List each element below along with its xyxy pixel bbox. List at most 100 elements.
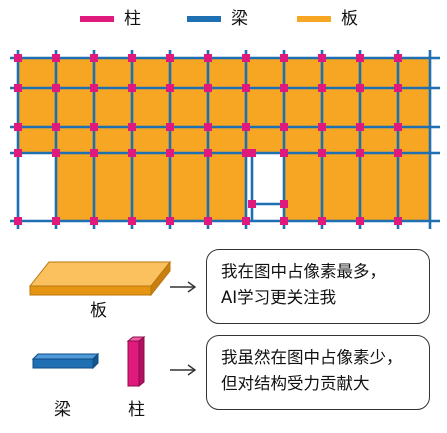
column (280, 200, 288, 208)
column (204, 123, 212, 131)
column (14, 54, 22, 62)
column (166, 217, 174, 225)
legend-label-beam: 梁 (231, 9, 248, 29)
column (128, 54, 136, 62)
slab (360, 153, 398, 221)
slab (398, 127, 430, 153)
column (166, 149, 174, 157)
arrow-right-icon (170, 364, 197, 376)
column (394, 217, 402, 225)
column (242, 123, 250, 131)
beam-top-face (31, 353, 100, 360)
column-layer (14, 54, 402, 225)
slab (360, 58, 398, 88)
floor-plan (10, 50, 440, 229)
slab-caption: 板 (90, 301, 107, 321)
column (14, 149, 22, 157)
column (90, 84, 98, 92)
column (242, 84, 250, 92)
slab (322, 58, 360, 88)
column-side-face (138, 335, 145, 388)
slab (56, 153, 94, 221)
column (248, 149, 256, 157)
bubble-line: AI学习更关注我 (221, 288, 337, 307)
column-caption: 柱 (128, 400, 145, 420)
column (280, 123, 288, 131)
slab (56, 88, 94, 127)
column (242, 217, 250, 225)
column (280, 217, 288, 225)
bubble-line: 我虽然在图中占像素少， (221, 348, 403, 367)
column (128, 123, 136, 131)
column (90, 149, 98, 157)
slab (322, 153, 360, 221)
column (204, 54, 212, 62)
slab-side-face (150, 260, 171, 297)
column (356, 84, 364, 92)
column (394, 149, 402, 157)
slab (132, 153, 170, 221)
column (318, 217, 326, 225)
column (280, 149, 288, 157)
column (14, 217, 22, 225)
beam-side-face (92, 352, 99, 370)
slab (398, 88, 430, 127)
column (90, 123, 98, 131)
bubble-line: 我在图中占像素最多， (221, 262, 386, 281)
slab (208, 127, 246, 153)
slab (360, 127, 398, 153)
column (52, 123, 60, 131)
legend: 柱 梁 板 (0, 0, 447, 40)
slab (132, 58, 170, 88)
slab (284, 127, 322, 153)
slab-void (18, 153, 56, 221)
slab (246, 58, 284, 88)
slab (18, 58, 56, 88)
arrow-right-icon (170, 281, 197, 293)
column (166, 84, 174, 92)
column (318, 54, 326, 62)
column (394, 123, 402, 131)
column (90, 217, 98, 225)
slab (94, 58, 132, 88)
column (394, 54, 402, 62)
slab (132, 127, 170, 153)
column (204, 149, 212, 157)
column-front-face (127, 340, 140, 387)
slab (284, 153, 322, 221)
column (356, 149, 364, 157)
slab (246, 88, 284, 127)
column (242, 149, 250, 157)
slab (398, 58, 430, 88)
speech-bubble-slab: 我在图中占像素最多， AI学习更关注我 (206, 249, 430, 324)
legend-label-column: 柱 (124, 9, 141, 29)
slab-illustration (28, 260, 172, 297)
slab (94, 127, 132, 153)
column (204, 84, 212, 92)
slab (170, 153, 208, 221)
slab (170, 127, 208, 153)
column (52, 54, 60, 62)
slab (284, 58, 322, 88)
legend-label-slab: 板 (341, 9, 358, 29)
slab (360, 88, 398, 127)
slab (56, 127, 94, 153)
column (128, 84, 136, 92)
column (90, 54, 98, 62)
slab (18, 127, 56, 153)
beam-front-face (32, 358, 94, 369)
slab (322, 88, 360, 127)
legend-swatch-slab (297, 16, 331, 22)
column (280, 54, 288, 62)
slab-layer (18, 58, 430, 221)
slab (132, 88, 170, 127)
beam-layer (10, 50, 440, 229)
column (318, 149, 326, 157)
column (166, 123, 174, 131)
slab (170, 58, 208, 88)
column (128, 217, 136, 225)
column (356, 123, 364, 131)
column (166, 54, 174, 62)
speech-bubble-beam-column: 我虽然在图中占像素少， 但对结构受力贡献大 (206, 335, 430, 410)
column (356, 217, 364, 225)
